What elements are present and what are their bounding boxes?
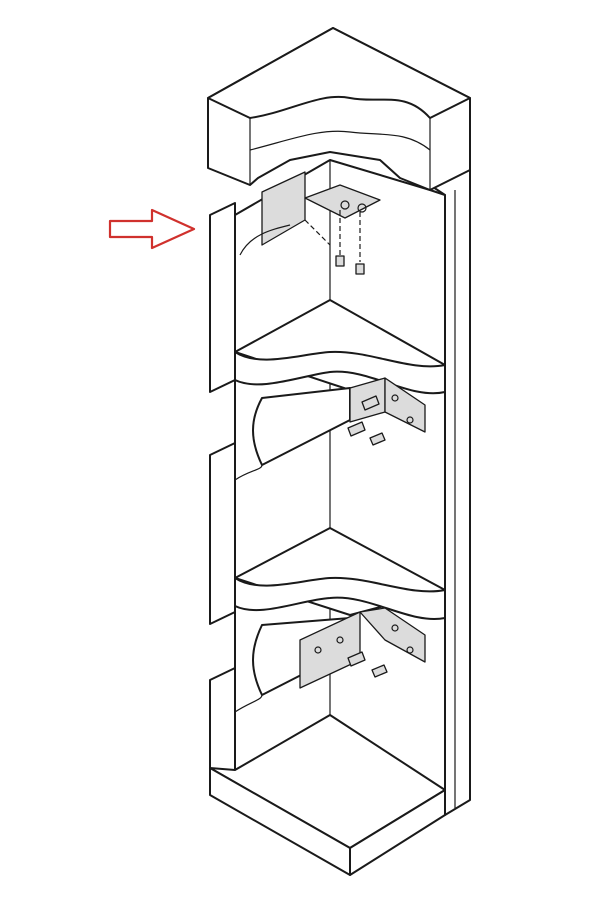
lower-shelf	[234, 527, 446, 620]
left-panel-middle	[209, 442, 236, 625]
middle-bracket	[234, 377, 426, 481]
top-bracket	[239, 171, 381, 275]
top-cap	[207, 27, 471, 191]
bottom-base	[209, 714, 446, 876]
lower-bracket	[234, 607, 426, 713]
pointer-arrow-icon	[108, 208, 196, 250]
left-panel-upper	[209, 202, 236, 393]
